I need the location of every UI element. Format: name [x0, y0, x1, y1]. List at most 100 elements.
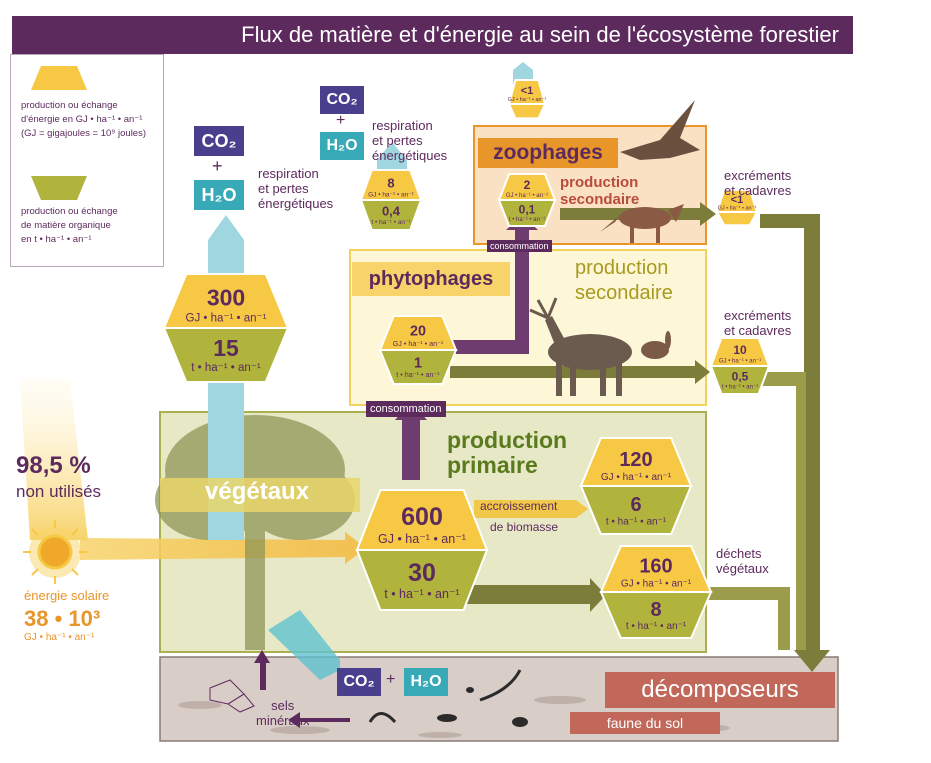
hex-biomass-growth-matter-shape	[579, 485, 693, 535]
hex-phyto-consumption-matter-value: 1	[414, 356, 422, 372]
hex-zoo-consumption-energy-value: 2	[524, 178, 531, 192]
vegetaux-label: végétaux	[205, 478, 310, 505]
hex-biomass-growth-matter-value: 6	[630, 494, 641, 516]
deer-illustration	[529, 297, 632, 396]
hex-vegetaux-respiration-matter-unit: t • ha⁻¹ • an⁻¹	[191, 362, 261, 374]
decomposer-arrow-2	[760, 372, 806, 650]
phytophages-label: phytophages	[352, 262, 510, 296]
zoophages-label: zoophages	[478, 138, 618, 168]
co2-box-phyto: CO₂	[320, 86, 364, 114]
growth-label-2: de biomasse	[490, 520, 559, 534]
hex-phyto-respiration-matter-value: 0,4	[382, 204, 401, 219]
hex-zoo-respiration: <1GJ • ha⁻¹ • an⁻¹	[507, 79, 547, 120]
co2-box-soil: CO₂	[337, 668, 381, 696]
solar-unused-pct: 98,5 %	[16, 452, 91, 479]
rabbit-illustration	[641, 331, 671, 359]
legend: production ou échange d'énergie en GJ • …	[10, 54, 164, 267]
solar-energy-unit: GJ • ha⁻¹ • an⁻¹	[24, 632, 95, 643]
hex-zoo-respiration-energy-unit: GJ • ha⁻¹ • an⁻¹	[508, 97, 547, 103]
solar-input-arrow	[80, 532, 366, 564]
hex-plant-waste-energy-value: 160	[639, 556, 672, 578]
hex-primary-production-matter-value: 30	[408, 559, 436, 587]
hex-primary-production-matter-unit: t • ha⁻¹ • an⁻¹	[384, 587, 459, 601]
hex-primary-production-matter-shape	[355, 549, 489, 611]
title: Flux de matière et d'énergie au sein de …	[241, 22, 839, 47]
consumption-label-secondary: consommation	[487, 240, 552, 252]
solar-energy-label: énergie solaire	[24, 588, 110, 603]
hex-phyto-excretion-matter-shape	[709, 365, 771, 395]
decomposers-label: décomposeurs	[605, 672, 835, 708]
plus-vegetaux: +	[212, 156, 223, 176]
soil-fauna-label: faune du sol	[570, 712, 720, 734]
hex-zoo-consumption-matter-value: 0,1	[519, 203, 536, 217]
hex-zoo-consumption-matter-shape	[497, 199, 557, 227]
hex-biomass-growth-energy-unit: GJ • ha⁻¹ • an⁻¹	[601, 472, 672, 483]
hex-phyto-excretion-energy-unit: GJ • ha⁻¹ • an⁻¹	[719, 359, 761, 365]
minerals-arrow-left	[288, 712, 350, 728]
hex-vegetaux-respiration-energy-unit: GJ • ha⁻¹ • an⁻¹	[186, 313, 267, 325]
legend-energy-text: production ou échange d'énergie en GJ • …	[21, 100, 146, 139]
solar-energy-value: 38 • 10³	[24, 606, 101, 631]
hex-phyto-consumption-energy-unit: GJ • ha⁻¹ • an⁻¹	[393, 339, 444, 348]
h2o-box-soil: H₂O	[404, 668, 448, 696]
hex-phyto-consumption-matter-unit: t • ha⁻¹ • an⁻¹	[396, 370, 440, 379]
soil-insects	[437, 687, 528, 727]
legend-energy-swatch	[31, 66, 87, 90]
hex-phyto-respiration-energy-unit: GJ • ha⁻¹ • an⁻¹	[368, 191, 415, 198]
hex-phyto-excretion-matter-unit: t • ha⁻¹ • an⁻¹	[722, 384, 758, 390]
hex-vegetaux-respiration-energy-value: 300	[207, 284, 245, 310]
hex-zoo-excretion-energy-value: <1	[731, 194, 744, 206]
title-banner: Flux de matière et d'énergie au sein de …	[12, 16, 853, 54]
hex-zoo-excretion: <1GJ • ha⁻¹ • an⁻¹	[715, 189, 759, 227]
legend-matter-swatch	[31, 176, 87, 200]
phyto-excretion-arrow	[450, 360, 710, 384]
hex-primary-production-energy-unit: GJ • ha⁻¹ • an⁻¹	[378, 532, 466, 546]
minerals-illustration	[209, 679, 255, 713]
hex-plant-waste-matter-shape	[599, 591, 713, 639]
hex-phyto-respiration: 8GJ • ha⁻¹ • an⁻¹ 0,4t • ha⁻¹ • an⁻¹	[359, 169, 423, 231]
decomposer-arrow-1	[760, 214, 830, 672]
hex-phyto-consumption-energy-value: 20	[410, 324, 426, 340]
hex-zoo-consumption-matter-unit: t • ha⁻¹ • an⁻¹	[509, 217, 545, 223]
hex-plant-waste-energy-unit: GJ • ha⁻¹ • an⁻¹	[621, 578, 692, 589]
hex-zoo-respiration-lower-shape	[507, 103, 547, 120]
growth-label-1: accroissement	[480, 499, 558, 513]
co2-box-vegetaux: CO₂	[194, 126, 244, 156]
hex-zoo-excretion-lower-shape	[715, 211, 759, 227]
growth-arrow	[474, 500, 588, 518]
h2o-box-vegetaux: H₂O	[194, 180, 244, 210]
hex-zoo-respiration-energy-value: <1	[521, 85, 534, 97]
consumption-arrow-primary	[395, 402, 427, 480]
hex-phyto-consumption-matter-shape	[378, 349, 458, 385]
hex-phyto-respiration-energy-value: 8	[387, 175, 394, 190]
solar-unused-label: non utilisés	[16, 482, 102, 501]
hex-biomass-growth-energy-value: 120	[619, 449, 652, 471]
hex-phyto-respiration-matter-unit: t • ha⁻¹ • an⁻¹	[371, 219, 411, 226]
waste-arrow	[465, 578, 606, 612]
fox-illustration	[600, 204, 684, 243]
plus-phyto: +	[336, 112, 346, 129]
soil-co2-arrow	[268, 610, 340, 680]
sun-icon	[23, 520, 87, 584]
consumption-label-primary: consommation	[366, 401, 446, 417]
vegetaux-label-band	[160, 478, 360, 512]
hex-plant-waste-matter-value: 8	[650, 599, 661, 621]
soil-fauna-illustration	[368, 669, 522, 724]
hex-zoo-consumption-energy-unit: GJ • ha⁻¹ • an⁻¹	[506, 193, 548, 199]
hex-plant-waste-matter-unit: t • ha⁻¹ • an⁻¹	[626, 621, 687, 632]
hex-phyto-excretion-matter-value: 0,5	[732, 370, 749, 384]
